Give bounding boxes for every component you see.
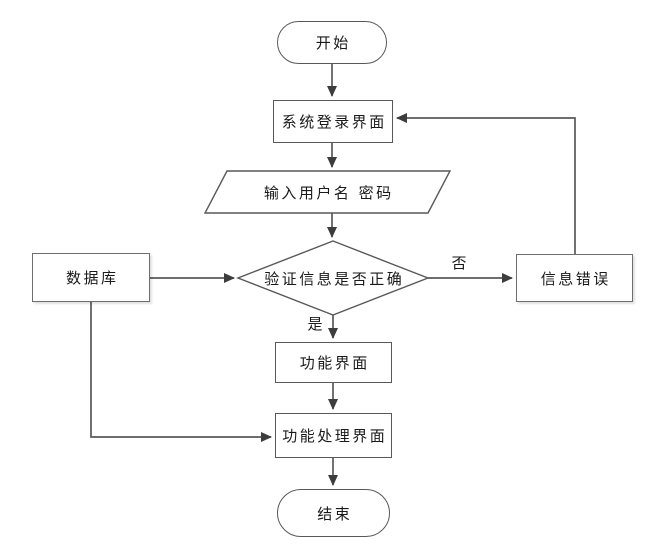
- node-login-screen: 系统登录界面: [273, 100, 393, 143]
- node-database-label: 数据库: [65, 269, 119, 287]
- edge-database-process: [90, 302, 272, 442]
- edge-label-no: 否: [447, 252, 471, 273]
- node-start-label: 开始: [315, 34, 351, 52]
- node-verify-decision: 验证信息是否正确: [238, 241, 428, 315]
- node-database: 数据库: [32, 253, 150, 302]
- input-parallelogram-shape: [203, 170, 452, 214]
- edge-label-yes: 是: [303, 313, 327, 334]
- node-info-error: 信息错误: [516, 254, 633, 302]
- node-function-screen: 功能界面: [275, 342, 392, 383]
- node-error-label: 信息错误: [540, 269, 611, 288]
- node-end-label: 结束: [317, 504, 353, 523]
- node-input-credentials: 输入用户名 密码: [205, 171, 450, 213]
- node-end: 结束: [277, 489, 390, 537]
- edge-error-login-feedback: [396, 113, 576, 254]
- node-input-label: 输入用户名 密码: [263, 183, 394, 202]
- node-login-label: 系统登录界面: [281, 113, 387, 131]
- node-function-process-screen: 功能处理界面: [275, 413, 392, 458]
- node-process-label: 功能处理界面: [282, 427, 388, 445]
- node-function-label: 功能界面: [299, 354, 370, 372]
- node-start: 开始: [277, 21, 387, 64]
- node-verify-label: 验证信息是否正确: [264, 269, 405, 288]
